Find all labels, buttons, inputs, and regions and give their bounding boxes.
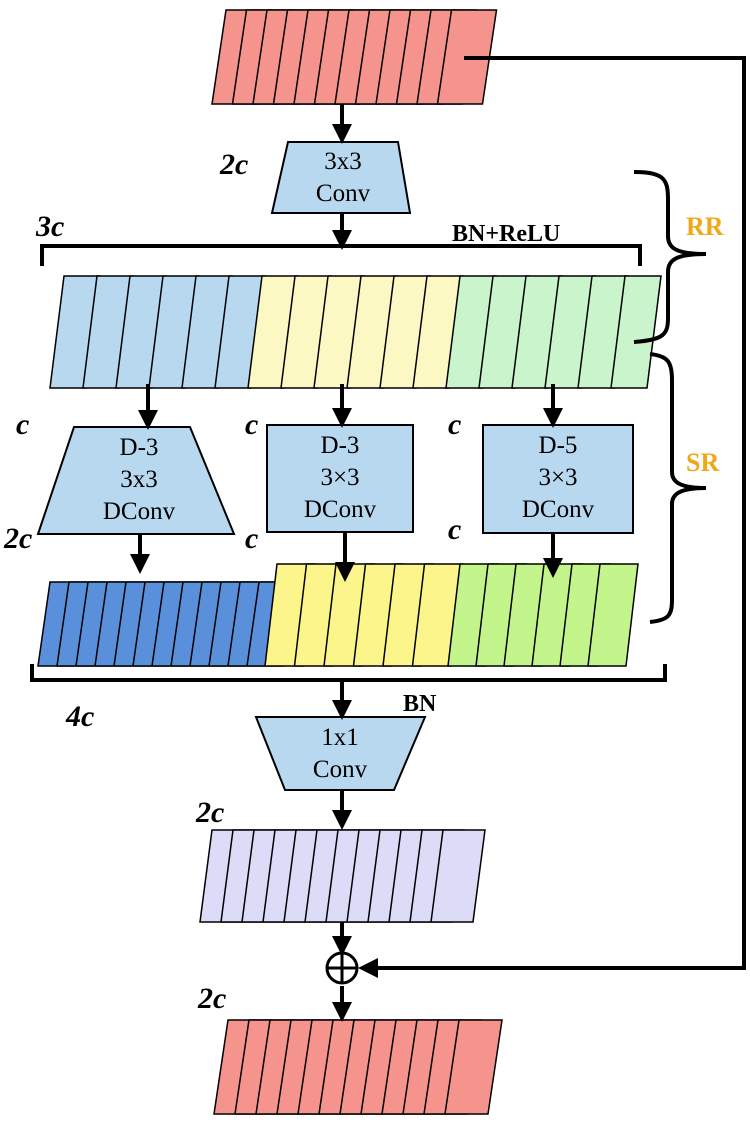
dconv-d3-trapezoid-text: D-3 3x3 DConv [74, 432, 204, 528]
reduced-feature-map [430, 829, 486, 923]
dconv-1-line-3: DConv [102, 498, 176, 525]
rr-label: RR [686, 212, 724, 241]
dconv-d3-text: D-3 3×3 DConv [267, 430, 413, 526]
bn-relu-label: BN+ReLU [452, 221, 561, 247]
output-channels-label: 2c [198, 982, 227, 1015]
conv1x1-line-2: Conv [312, 756, 368, 783]
rr-brace [633, 170, 707, 344]
split-feature-map [610, 275, 662, 389]
dconv-d5-text: D-5 3×3 DConv [483, 430, 633, 526]
conv1x1-text: 1x1 Conv [285, 722, 395, 786]
branch2-in-label: c [245, 408, 259, 441]
dconv-d5-block [482, 424, 634, 534]
dconv-3-line-1: D-5 [538, 432, 578, 459]
conv3x3-text: 3x3 Conv [288, 146, 398, 210]
sr-label: SR [686, 448, 720, 477]
dconv-d3-block [266, 424, 414, 533]
conv3x3-line-2: Conv [315, 180, 371, 207]
dconv-3-line-3: DConv [521, 496, 595, 523]
output-feature-map [444, 1019, 503, 1115]
conv3x3-block [270, 141, 412, 214]
conv3x3-channels-label: 2c [220, 148, 249, 181]
dconv-2-line-1: D-3 [320, 432, 360, 459]
branch2-out-label: c [245, 522, 259, 555]
branch3-out-label: c [448, 513, 462, 546]
conv1x1-block [254, 716, 427, 791]
concat-bracket [30, 664, 667, 682]
dconv-2-line-3: DConv [303, 496, 377, 523]
branch1-out-label: 2c [4, 522, 33, 555]
dconv-3-line-2: 3×3 [538, 464, 578, 491]
branch1-in-label: c [16, 408, 30, 441]
arrows [130, 56, 746, 1022]
concat-channels-label: 4c [66, 700, 95, 733]
bn-label: BN [403, 691, 437, 717]
dconv-1-line-1: D-3 [119, 434, 159, 461]
dconv-2-line-2: 3×3 [320, 464, 360, 491]
conv1x1-line-1: 1x1 [321, 724, 359, 751]
conv1x1-channels-label: 2c [196, 796, 225, 829]
sr-brace [649, 352, 707, 624]
concat-feature-map-dconv3 [587, 563, 639, 667]
elementwise-add-icon [325, 951, 359, 985]
split-channels-label: 3c [36, 210, 65, 243]
dconv-1-line-2: 3x3 [120, 466, 158, 493]
conv3x3-line-1: 3x3 [324, 148, 362, 175]
split-bracket [40, 244, 642, 266]
branch3-in-label: c [448, 408, 462, 441]
